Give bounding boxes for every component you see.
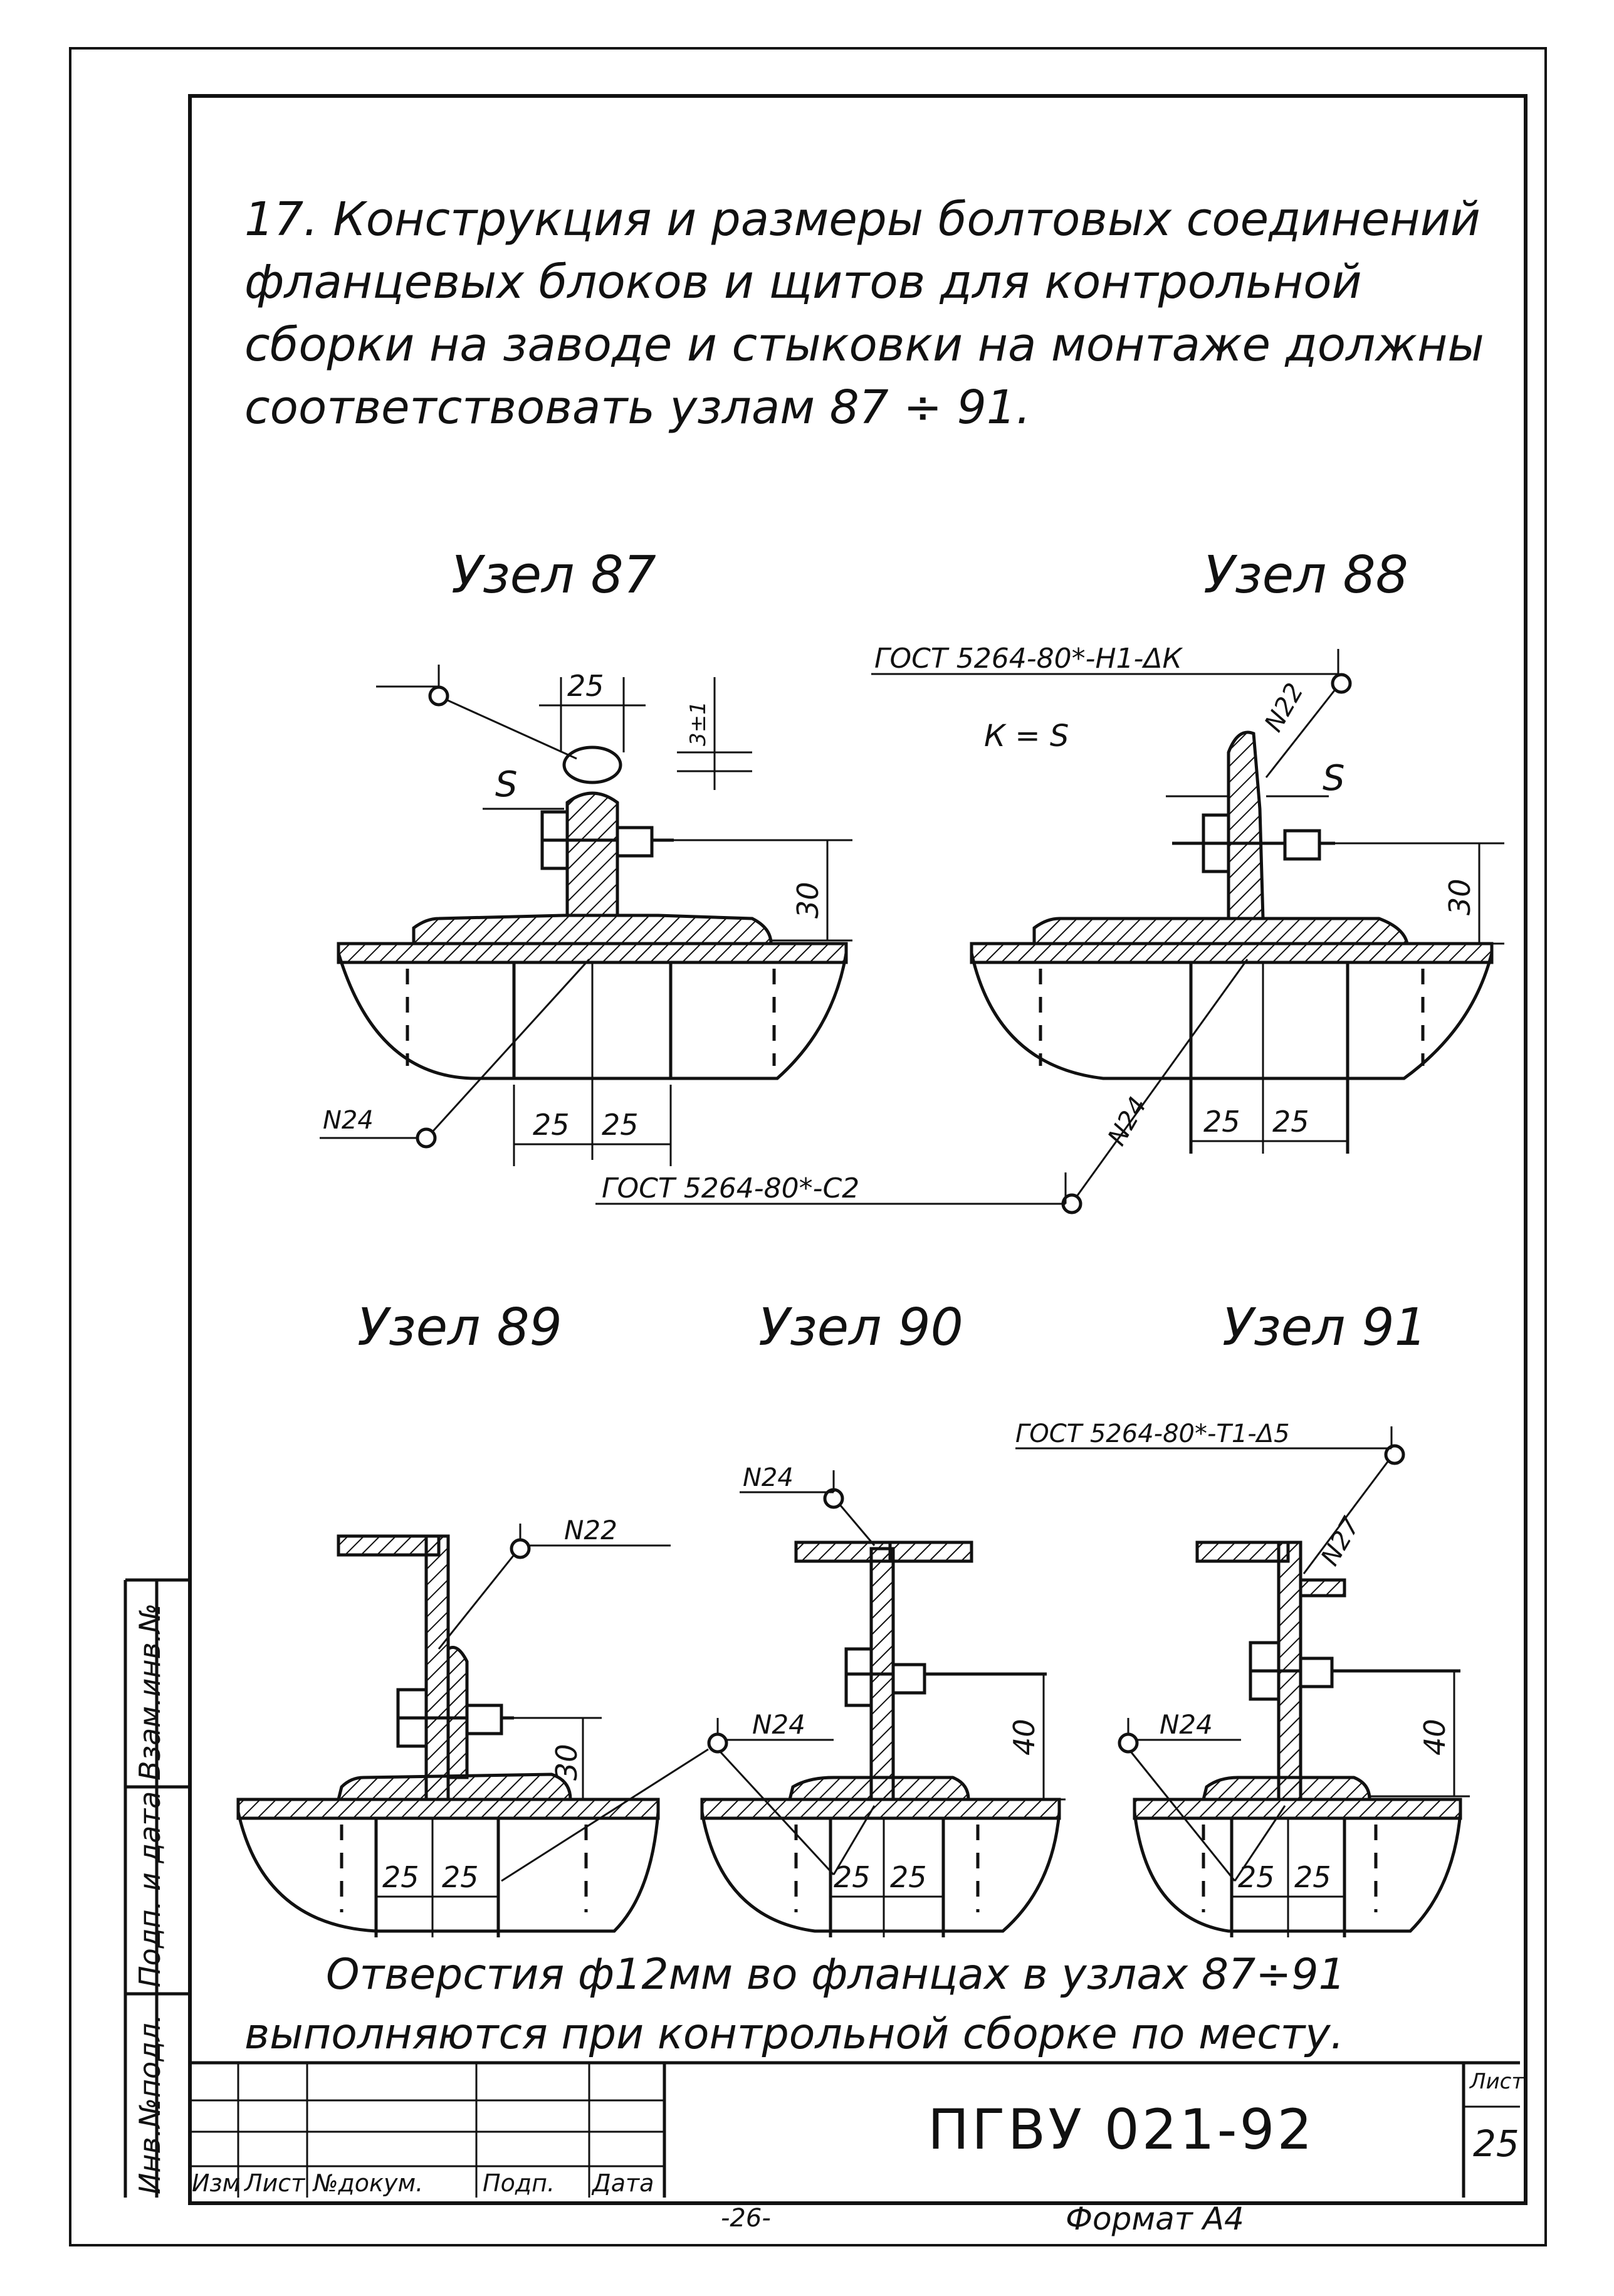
node90-dim-25-right: 25 (890, 1860, 927, 1894)
node-88-title: Узел 88 (1203, 545, 1408, 605)
node91-dim-25-right: 25 (1294, 1860, 1331, 1894)
document-designation: ПГВУ 021-92 (928, 2097, 1315, 2162)
node88-k-s: К = S (984, 719, 1069, 754)
node90-dim-25-left: 25 (834, 1860, 871, 1894)
node91-gost: ГОСТ 5264-80*-Т1-Δ5 (1015, 1419, 1290, 1448)
note-line-2: выполняются при контрольной сборке по ме… (244, 2009, 1344, 2059)
node87-dim-3: 3±1 (686, 701, 711, 746)
node88-s: S (1323, 758, 1345, 799)
node88-n22: N22 (1259, 678, 1309, 737)
node88-dim-25-right: 25 (1272, 1105, 1309, 1139)
node-91-drawing (1015, 1426, 1470, 1937)
node87-88-gost-c2: ГОСТ 5264-80*-С2 (602, 1172, 859, 1204)
node90-dim-40: 40 (1007, 1719, 1041, 1756)
outer-frame (69, 47, 1547, 2246)
node91-dim-25-left: 25 (1238, 1860, 1275, 1894)
node-89-title: Узел 89 (357, 1298, 562, 1357)
sheet-label: Лист (1470, 2069, 1524, 2094)
node91-n27: N27 (1316, 1512, 1366, 1571)
page-number: -26- (721, 2204, 771, 2233)
sheet-number: 25 (1473, 2122, 1519, 2165)
note-line-1: Отверстия ф12мм во фланцах в узлах 87÷91 (326, 1950, 1346, 1999)
node89-n22: N22 (564, 1515, 617, 1546)
node87-dim-25-left: 25 (533, 1108, 570, 1142)
node89-dim-30: 30 (550, 1744, 584, 1781)
inner-frame (188, 94, 1528, 2205)
col-date: Дата (592, 2169, 654, 2197)
node88-dim-30: 30 (1443, 878, 1477, 915)
node-91-title: Узел 91 (1222, 1298, 1427, 1357)
node-89-drawing (236, 1524, 671, 1937)
col-list: Лист (244, 2169, 305, 2197)
node88-dim-25-left: 25 (1203, 1105, 1240, 1139)
node90-n24: N24 (752, 1709, 805, 1740)
node90-n24-top: N24 (743, 1463, 794, 1492)
col-sign: Подп. (483, 2169, 555, 2197)
paper-format: Формат А4 (1066, 2201, 1244, 2237)
node87-dim-25: 25 (567, 669, 604, 703)
col-izm: Изм (192, 2169, 241, 2197)
side-stamp-vzam-inv: Взам.инв.№ (133, 1603, 167, 1781)
node87-dim-25-right: 25 (602, 1108, 639, 1142)
side-stamp-inv-orig: Инв.№подл. (133, 2013, 167, 2194)
node91-dim-40: 40 (1418, 1719, 1452, 1756)
side-stamp-sign-date: Подп. и дата (133, 1791, 167, 1988)
col-doc: №докум. (313, 2169, 424, 2197)
node91-n24: N24 (1160, 1709, 1213, 1740)
node89-dim-25-right: 25 (442, 1860, 479, 1894)
node87-s: S (495, 764, 518, 805)
node-90-drawing (501, 1470, 1066, 1937)
intro-paragraph: 17. Конструкция и размеры болтовых соеди… (244, 192, 1484, 434)
node87-n24: N24 (323, 1106, 374, 1135)
node88-gost: ГОСТ 5264-80*-Н1-ΔК (874, 643, 1183, 675)
node-90-title: Узел 90 (758, 1298, 963, 1357)
node89-dim-25-left: 25 (382, 1860, 419, 1894)
node-87-drawing (320, 665, 852, 1166)
node-87-title: Узел 87 (451, 545, 656, 605)
node87-dim-30: 30 (791, 882, 825, 919)
node-88-drawing (595, 649, 1504, 1214)
